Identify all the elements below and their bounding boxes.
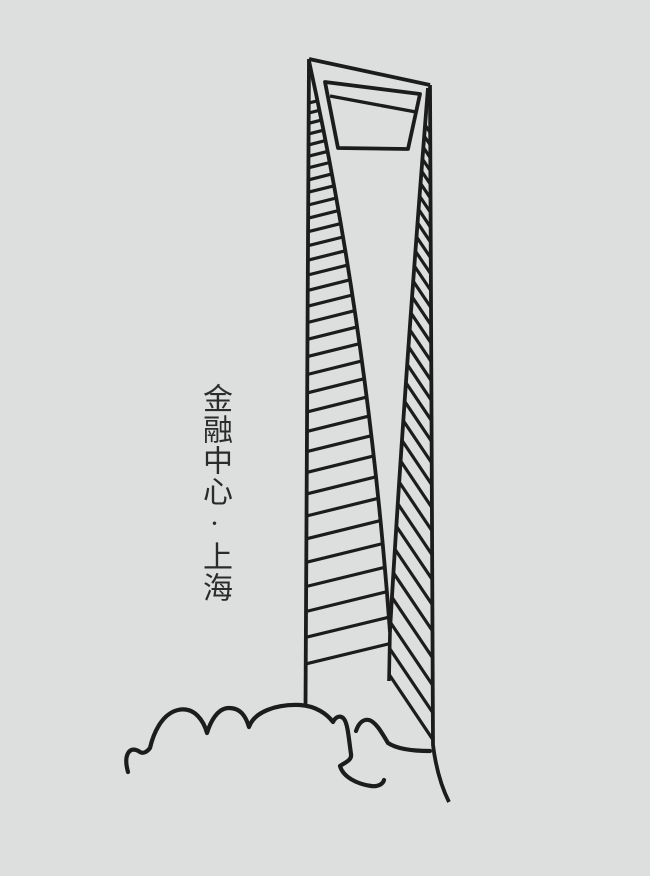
building-corner-edge — [387, 630, 392, 682]
cloud-outline-right — [353, 717, 433, 754]
cloud-outline-main — [124, 702, 387, 789]
floor-lines — [305, 99, 390, 666]
aperture-outline — [323, 80, 422, 151]
caption-vertical-text: 金融中心·上海 — [198, 383, 231, 603]
facade-right-boundary-curve — [388, 87, 430, 631]
facade-left-boundary-curve — [307, 60, 392, 633]
building-top-edge — [308, 57, 431, 87]
hatch-lines — [388, 124, 435, 741]
aperture-band-line — [329, 94, 417, 114]
building-right-edge — [428, 84, 451, 803]
